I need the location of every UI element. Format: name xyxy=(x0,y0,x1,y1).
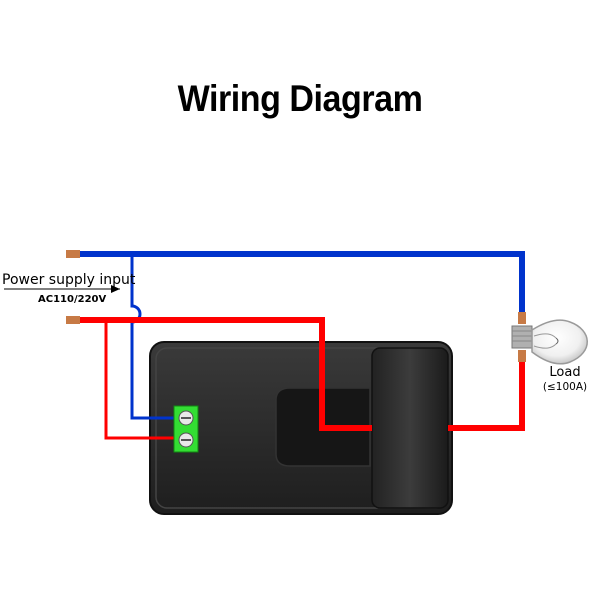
voltage-label: AC110/220V xyxy=(38,294,106,305)
load-label: Load xyxy=(549,365,580,380)
wire-end-load-bottom xyxy=(518,350,526,362)
power-supply-label: Power supply input xyxy=(2,272,136,288)
light-bulb-icon xyxy=(511,319,588,365)
load-rating-label: (≤100A) xyxy=(543,381,587,393)
terminal-block-icon xyxy=(173,405,199,453)
live-wire xyxy=(80,317,525,440)
wire-end-live xyxy=(66,316,80,324)
wire-end-load-top xyxy=(518,312,526,324)
arrow-head-icon xyxy=(111,285,120,293)
wire-end-neutral xyxy=(66,250,80,258)
current-transformer xyxy=(371,347,449,509)
page-title: Wiring Diagram xyxy=(177,78,423,119)
